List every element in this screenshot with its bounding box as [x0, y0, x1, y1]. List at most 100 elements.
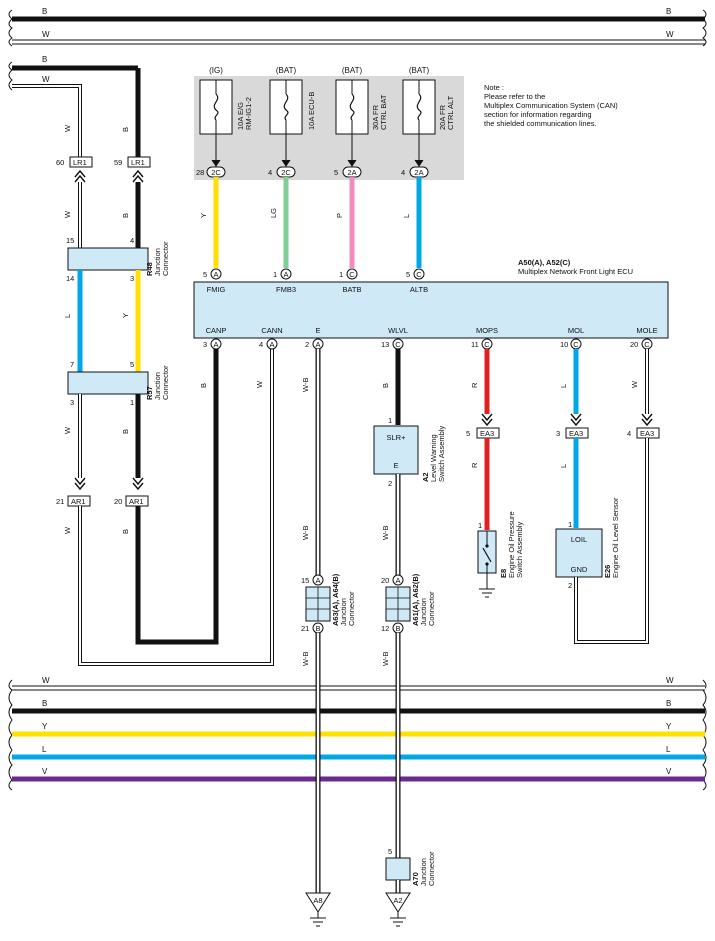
svg-text:59: 59: [114, 158, 122, 167]
svg-text:RM-IG1-2: RM-IG1-2: [244, 97, 253, 130]
svg-text:3: 3: [130, 274, 134, 283]
break-mark: [8, 679, 13, 791]
ground-a8-icon: [305, 892, 331, 913]
svg-text:W-B: W-B: [381, 526, 390, 540]
svg-text:Junction: Junction: [153, 372, 162, 400]
svg-text:A: A: [269, 340, 274, 349]
svg-text:1: 1: [273, 270, 277, 279]
mops-path: R EA3 5 R 1 E8 Engine Oil Pressure Switc…: [466, 349, 524, 598]
svg-text:C: C: [644, 340, 650, 349]
ecu-supply-wires: Y LG P L: [199, 177, 422, 268]
fuse-3-source: (BAT): [342, 66, 363, 75]
svg-text:V: V: [666, 767, 672, 776]
svg-text:Junction: Junction: [419, 598, 428, 626]
fuse-icon: [213, 93, 219, 121]
svg-text:C: C: [349, 270, 355, 279]
svg-text:B: B: [121, 529, 130, 534]
svg-text:10: 10: [560, 340, 568, 349]
svg-text:21: 21: [56, 497, 64, 506]
svg-text:10A ECU-B: 10A ECU-B: [307, 92, 316, 130]
svg-text:3: 3: [203, 340, 207, 349]
svg-text:4: 4: [259, 340, 263, 349]
left-feeds: B W: [8, 55, 141, 158]
svg-text:W-B: W-B: [301, 526, 310, 540]
svg-text:R: R: [470, 382, 479, 388]
switch-icon: [482, 547, 492, 563]
svg-text:L: L: [559, 464, 568, 468]
fuse-block: (IG) 10A E/G RM-IG1-2 (BAT) 10A ECU-B (B…: [194, 66, 464, 180]
svg-text:EA3: EA3: [640, 429, 654, 438]
svg-text:B: B: [42, 699, 47, 708]
svg-text:A8: A8: [313, 896, 322, 905]
svg-text:21: 21: [301, 624, 309, 633]
svg-text:20: 20: [114, 497, 122, 506]
svg-text:Y: Y: [199, 213, 208, 218]
svg-text:GND: GND: [571, 565, 588, 574]
connector-arrow: [74, 477, 86, 491]
svg-text:Engine Oil Pressure: Engine Oil Pressure: [507, 511, 516, 578]
ground-a2-icon: [385, 892, 411, 913]
svg-text:A63(A), A64(B): A63(A), A64(B): [331, 573, 340, 626]
svg-text:W: W: [630, 380, 639, 388]
break-mark: [8, 9, 13, 47]
svg-text:E8: E8: [499, 569, 508, 578]
svg-text:W-B: W-B: [301, 652, 310, 666]
svg-text:2: 2: [388, 479, 392, 488]
svg-text:A: A: [213, 270, 218, 279]
svg-text:SLR+: SLR+: [387, 433, 407, 442]
svg-text:15: 15: [66, 236, 74, 245]
fuse-icon: [416, 93, 422, 121]
svg-text:Please refer to the: Please refer to the: [484, 92, 545, 101]
e-ground-path: W-B W-B A 15 B 21 A63(A), A64(B) Junctio…: [301, 349, 356, 927]
a70-junction-connector: [385, 857, 411, 881]
svg-text:11: 11: [471, 340, 479, 349]
svg-text:E: E: [315, 326, 320, 335]
svg-text:1: 1: [568, 520, 572, 529]
svg-text:LG: LG: [269, 208, 278, 218]
svg-text:2: 2: [568, 581, 572, 590]
svg-text:Connector: Connector: [161, 365, 170, 400]
connector-arrow: [132, 477, 144, 491]
svg-text:ALTB: ALTB: [410, 285, 428, 294]
svg-text:60: 60: [56, 158, 64, 167]
svg-text:2: 2: [305, 340, 309, 349]
svg-text:R57: R57: [145, 386, 154, 400]
svg-text:A61(A), A62(B): A61(A), A62(B): [411, 573, 420, 626]
bus-label-w-right: W: [666, 30, 674, 39]
svg-text:A2: A2: [421, 472, 430, 482]
svg-text:B: B: [666, 699, 671, 708]
svg-text:4: 4: [401, 168, 405, 177]
svg-text:Junction: Junction: [419, 858, 428, 886]
svg-text:AR1: AR1: [129, 497, 144, 506]
r48-junction-connector: [67, 247, 149, 271]
svg-text:7: 7: [70, 360, 74, 369]
svg-text:Connector: Connector: [427, 851, 436, 886]
svg-text:E26: E26: [603, 565, 612, 578]
svg-text:P: P: [335, 213, 344, 218]
r48-name-1: Junction: [153, 248, 162, 276]
svg-text:1: 1: [339, 270, 343, 279]
svg-text:5: 5: [334, 168, 338, 177]
svg-text:5: 5: [130, 360, 134, 369]
svg-text:20: 20: [630, 340, 638, 349]
svg-text:4: 4: [130, 236, 134, 245]
svg-text:MOL: MOL: [568, 326, 584, 335]
svg-text:EA3: EA3: [569, 429, 583, 438]
connector-arrow: [74, 169, 86, 183]
svg-text:C: C: [395, 340, 401, 349]
svg-text:Engine Oil Level Sensor: Engine Oil Level Sensor: [611, 497, 620, 578]
svg-text:Connector: Connector: [347, 591, 356, 626]
svg-text:C: C: [416, 270, 422, 279]
svg-text:W: W: [42, 676, 50, 685]
svg-text:MOLE: MOLE: [636, 326, 657, 335]
svg-text:A2: A2: [393, 896, 402, 905]
svg-text:20A FR: 20A FR: [438, 104, 447, 130]
engine-oil-level-sensor: [555, 528, 603, 578]
connector-arrow: [132, 169, 144, 183]
bottom-bus: W W B B Y Y L L V V: [8, 676, 707, 791]
svg-text:CTRL ALT: CTRL ALT: [446, 95, 455, 130]
svg-text:B: B: [315, 624, 320, 633]
svg-text:Y: Y: [666, 722, 672, 731]
svg-text:4: 4: [268, 168, 272, 177]
svg-text:2C: 2C: [211, 168, 221, 177]
